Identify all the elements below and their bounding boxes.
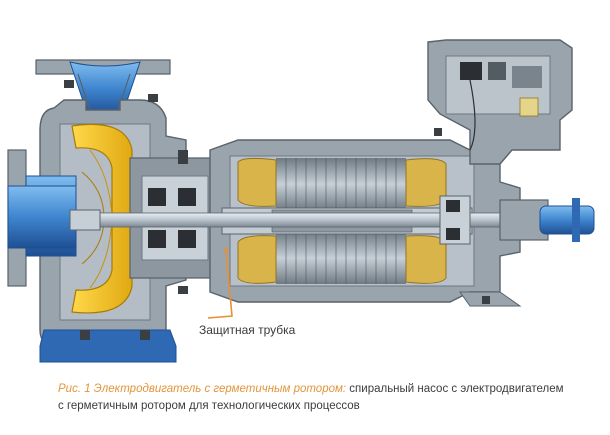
bolts [64, 80, 490, 340]
caption-lead: Рис. 1 Электродвигатель с герметичным ро… [58, 383, 347, 395]
rear-end-cap [499, 198, 595, 242]
pump-cutaway-diagram [7, 39, 595, 363]
protective-tube-label: Защитная трубка [199, 323, 296, 337]
shaft [69, 209, 511, 231]
rear-bearing [439, 195, 471, 245]
terminal-box [427, 39, 573, 165]
caption-line2: с герметичным ротором для технологически… [58, 400, 360, 412]
figure-caption: Рис. 1 Электродвигатель с герметичным ро… [58, 381, 598, 415]
stator-windings [237, 157, 447, 284]
callout-anchor-dot [224, 248, 228, 252]
callout-leader-line [207, 249, 233, 319]
discharge-flange [7, 149, 77, 287]
caption-body: спиральный насос с электродвигателем [346, 383, 564, 395]
stator-core [276, 158, 406, 284]
